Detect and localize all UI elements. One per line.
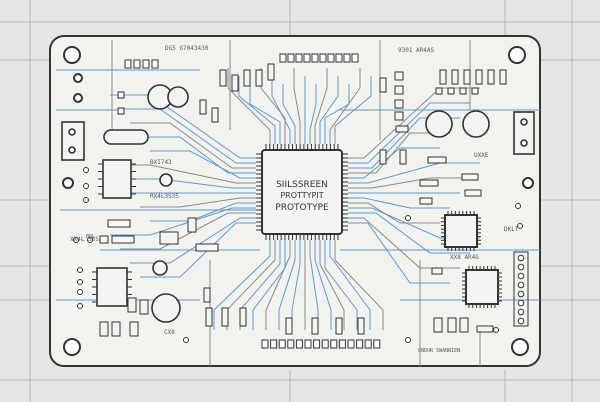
mounting-holes	[62, 46, 534, 356]
dip-chip-left-upper	[98, 159, 136, 199]
label-top-right-header: 9301 AR4AS	[398, 47, 435, 54]
label-right-chip: XX8 AR4G	[450, 254, 479, 261]
label-right-edge: DKLT	[504, 226, 519, 233]
label-top-left-header: DG5 G7043430	[165, 45, 209, 52]
label-bottom-left: CX8	[164, 329, 175, 336]
main-chip-line1: SIILSSREEN	[276, 180, 328, 190]
qfp-chip-upper-right	[441, 211, 481, 251]
round-capacitors	[147, 84, 490, 323]
label-left-ic: BXI743	[150, 159, 172, 166]
label-bottom-right: UNDUR SWANNIEN	[418, 348, 460, 354]
main-chip: SIILSSREEN PROTTYPIT PROTOTYPE	[256, 144, 348, 240]
dip-chip-left-lower	[92, 267, 132, 307]
silkscreen-labels: DG5 G7043430 9301 AR4AS BXI743 UXXE RX4L…	[70, 45, 519, 354]
crystal-oscillator	[103, 129, 149, 145]
terminal-block-left	[61, 121, 85, 161]
label-right-mid: UXXE	[474, 152, 489, 159]
label-left-mid: RX4L3S35	[150, 193, 179, 200]
smd-components	[73, 63, 523, 343]
qfp-chip-lower-right	[462, 266, 502, 308]
terminal-block-right	[513, 111, 535, 155]
pin-headers	[124, 53, 529, 349]
main-chip-line3: PROTOTYPE	[275, 203, 329, 213]
label-far-left: B0L	[86, 234, 95, 240]
label-left-row: XX4L 3SS	[70, 236, 99, 243]
main-chip-line2: PROTTYPIT	[280, 191, 323, 200]
